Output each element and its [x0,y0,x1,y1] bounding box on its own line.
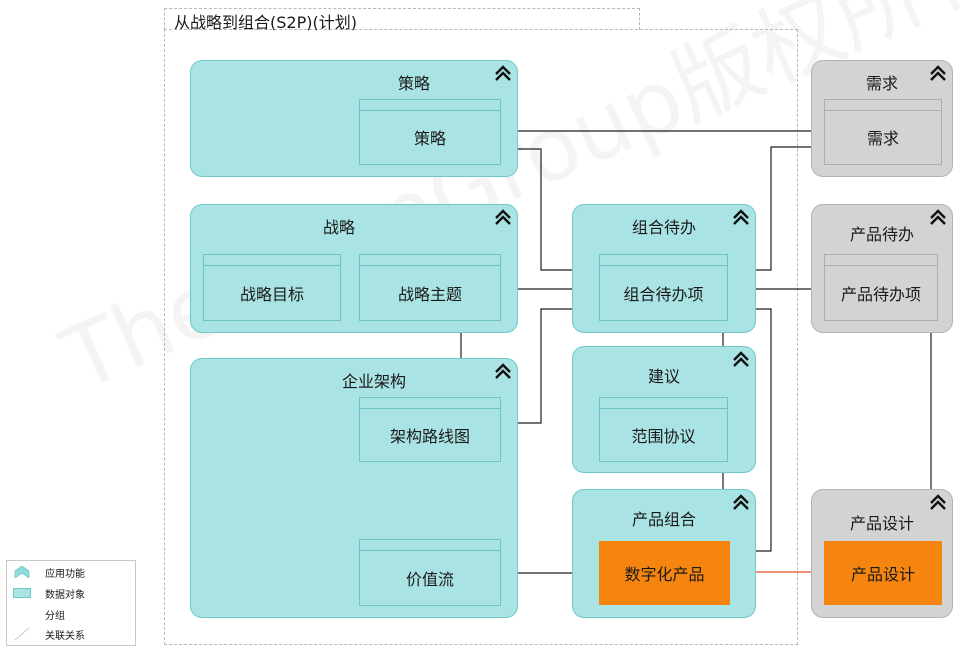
object-digital-product[interactable]: 数字化产品 [599,541,730,605]
function-title: 组合待办 [631,218,696,237]
data-object-legend-icon [13,588,31,598]
object-policy[interactable]: 策略 [359,99,501,165]
app-function-icon [495,65,511,81]
object-label: 策略 [413,129,446,148]
legend-grouping: 分组 [13,606,65,622]
association-legend-icon [14,628,30,640]
object-scope-agreement[interactable]: 范围协议 [599,397,728,462]
app-function-icon [930,65,946,81]
group-tab [164,8,640,30]
object-requirement[interactable]: 需求 [824,99,942,165]
object-label: 数字化产品 [624,565,705,584]
group-s2p[interactable] [164,29,798,645]
object-label: 产品设计 [850,565,915,584]
object-product-design[interactable]: 产品设计 [824,541,942,605]
app-function-legend-icon [14,566,30,578]
app-function-icon [733,494,749,510]
legend: 应用功能 数据对象 分组 关联关系 [6,560,136,646]
function-title: 策略 [397,74,430,93]
object-portfolio-backlog-item[interactable]: 组合待办项 [599,254,728,321]
app-function-icon [930,209,946,225]
function-title: 产品待办 [849,225,914,244]
object-strategic-goal[interactable]: 战略目标 [203,254,341,321]
object-label: 架构路线图 [389,426,470,446]
link-policy-backlogitem [501,148,599,271]
object-label: 需求 [866,129,899,148]
link-roadmap-backlogitem [501,308,599,424]
object-strategic-theme[interactable]: 战略主题 [359,254,501,321]
object-label: 产品待办项 [840,284,921,304]
group-title: 从战略到组合(S2P)(计划) [174,13,357,32]
object-label: 战略目标 [239,284,304,304]
legend-application-function: 应用功能 [13,564,85,580]
app-function-icon [733,209,749,225]
object-product-backlog-item[interactable]: 产品待办项 [824,254,938,321]
function-title: 建议 [647,367,680,386]
object-label: 组合待办项 [623,284,704,304]
object-architecture-roadmap[interactable]: 架构路线图 [359,397,501,462]
function-title: 企业架构 [341,372,406,391]
app-function-icon [733,351,749,367]
app-function-icon [495,363,511,379]
grouping-legend-icon [13,608,31,620]
app-function-icon [495,209,511,225]
function-title: 产品设计 [849,514,914,533]
legend-data-object: 数据对象 [13,585,85,601]
legend-association: 关联关系 [13,626,85,642]
object-label: 范围协议 [631,426,696,446]
app-function-icon [930,494,946,510]
function-title: 战略 [322,218,355,237]
function-title: 需求 [865,74,898,93]
object-value-stream[interactable]: 价值流 [359,539,501,606]
object-label: 价值流 [405,569,454,589]
function-title: 产品组合 [631,510,696,529]
object-label: 战略主题 [397,284,462,304]
